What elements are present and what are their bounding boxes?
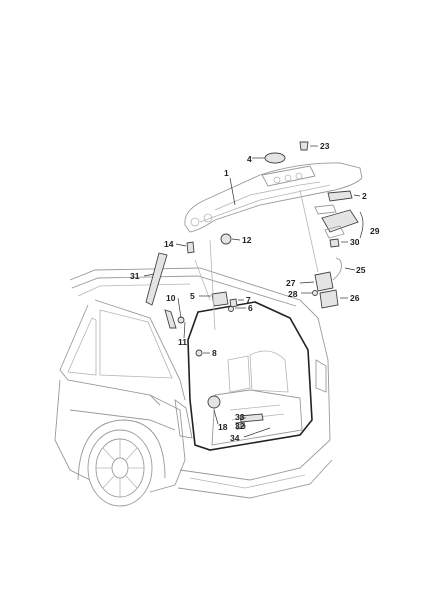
callout-2: 2 (362, 191, 367, 201)
callout-1: 1 (224, 168, 229, 178)
callout-25: 25 (356, 265, 366, 275)
callout-6: 6 (248, 303, 253, 313)
callout-27: 27 (286, 278, 296, 288)
callout-7: 7 (246, 295, 251, 305)
callout-4: 4 (247, 154, 252, 164)
callout-5: 5 (190, 291, 195, 301)
callout-18: 18 (218, 422, 228, 432)
plug-part (329, 238, 340, 248)
callout-8: 8 (212, 348, 217, 358)
screw-part (299, 141, 309, 151)
tailgate-panel (184, 162, 363, 233)
callout-31: 31 (130, 271, 140, 281)
callout-34: 34 (230, 433, 240, 443)
callout-33: 33 (235, 412, 245, 422)
callout-23: 23 (320, 141, 330, 151)
grommet-part (220, 233, 232, 245)
vehicle-body (54, 267, 333, 507)
cargo-floor (211, 389, 303, 446)
callout-30: 30 (350, 237, 360, 247)
tailgate-seal (187, 301, 313, 451)
emblem-part (264, 152, 286, 164)
leader-lines (143, 145, 361, 438)
callout-11: 11 (178, 337, 187, 347)
lock-assembly-part (314, 271, 334, 292)
callout-26: 26 (350, 293, 360, 303)
callout-12: 12 (242, 235, 252, 245)
callout-28: 28 (288, 289, 298, 299)
callout-10: 10 (166, 293, 176, 303)
callout-29: 29 (370, 226, 380, 236)
callout-32: 32 (235, 421, 245, 431)
handle-switch-part (327, 190, 353, 202)
camera-module-part (321, 209, 359, 233)
gas-strut-part (145, 252, 168, 306)
callout-14: 14 (164, 239, 174, 249)
